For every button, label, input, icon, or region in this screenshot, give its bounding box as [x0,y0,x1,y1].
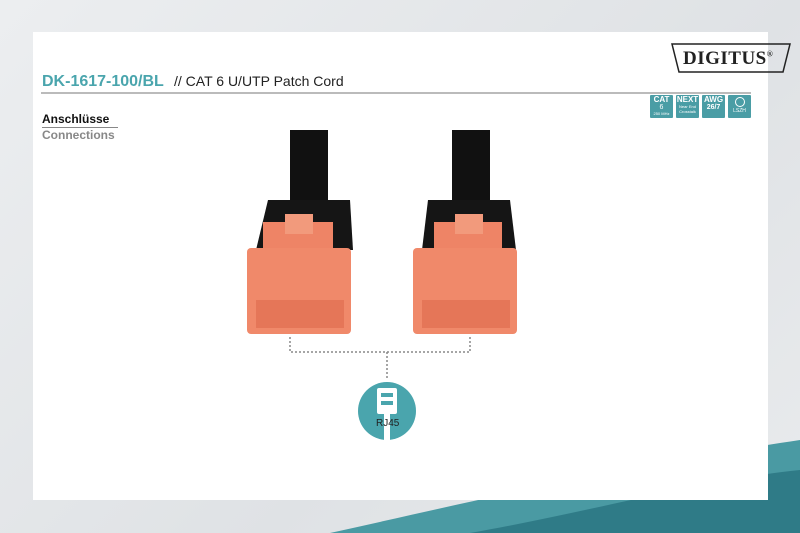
rj45-plug-right [413,130,517,334]
digitus-logo: DIGITUS® [671,43,791,73]
divider [41,92,751,94]
rj45-plug-left [247,130,353,334]
rj45-label: RJ45 [376,418,400,429]
connector-lines [289,337,471,380]
product-name: // CAT 6 U/UTP Patch Cord [174,73,344,89]
badge-lszh: LSZH [728,95,751,118]
product-code: DK-1617-100/BL [42,73,164,90]
rj45-icon [358,382,416,440]
section-title-en: Connections [42,128,115,142]
section-title-de: Anschlüsse [42,112,118,128]
page-title: DK-1617-100/BL // CAT 6 U/UTP Patch Cord [42,73,344,91]
halogen-free-icon [734,97,745,107]
